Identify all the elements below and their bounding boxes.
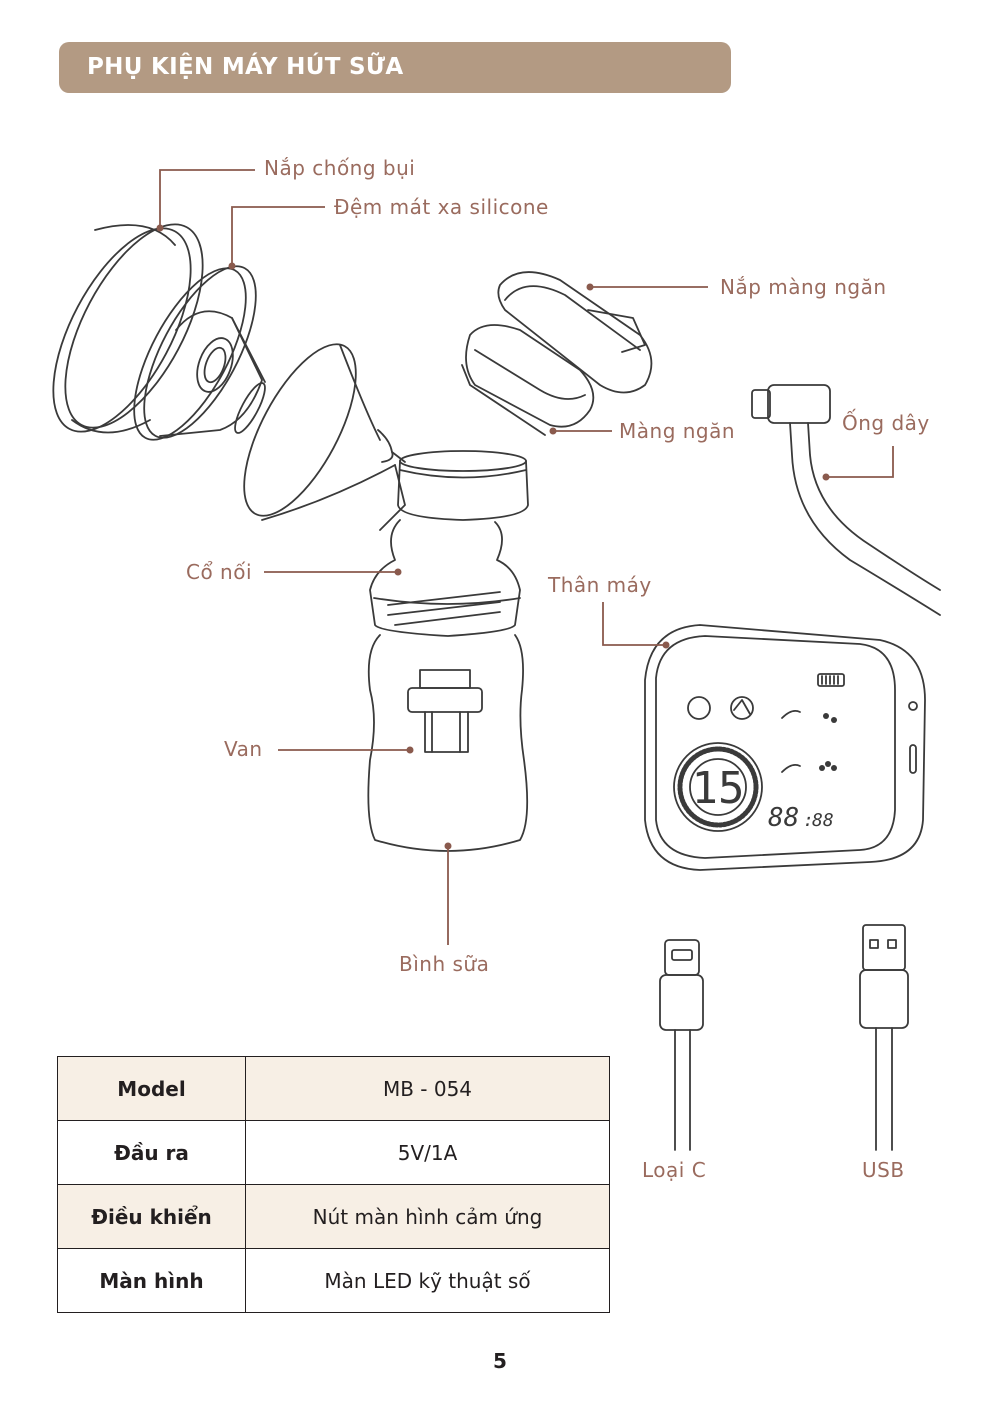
table-row: Màn hình Màn LED kỹ thuật số [57, 1248, 610, 1313]
spec-key: Màn hình [57, 1248, 246, 1313]
cable-drawing [751, 384, 941, 616]
spec-key: Đầu ra [57, 1120, 246, 1185]
label-main-body: Thân máy [548, 573, 652, 597]
section-title: PHỤ KIỆN MÁY HÚT SỮA [87, 54, 404, 80]
display-timer-sep: : [803, 810, 814, 831]
label-usb: USB [862, 1158, 905, 1182]
label-valve: Van [224, 737, 263, 761]
label-bottle: Bình sữa [399, 952, 490, 976]
section-header: PHỤ KIỆN MÁY HÚT SỮA [59, 42, 731, 93]
spec-value: MB - 054 [245, 1056, 610, 1121]
display-level: 15 [692, 763, 745, 814]
dust-cap-drawing [52, 223, 204, 434]
label-dust-cap: Nắp chống bụi [264, 156, 416, 180]
label-membrane-cap: Nắp màng ngăn [720, 275, 887, 299]
membrane-drawing [461, 324, 595, 436]
spec-value: Màn LED kỹ thuật số [245, 1248, 610, 1313]
spec-value: 5V/1A [245, 1120, 610, 1185]
membrane-cap-drawing [497, 271, 653, 394]
label-type-c: Loại C [642, 1158, 707, 1182]
type-c-cable-drawing [659, 939, 704, 1151]
label-cable: Ống dây [842, 411, 930, 435]
main-body-drawing [644, 624, 926, 871]
massage-cushion-drawing [133, 265, 266, 441]
spec-table: Model MB - 054 Đầu ra 5V/1A Điều khiển N… [57, 1056, 610, 1313]
usb-cable-drawing [859, 924, 909, 1151]
label-connector: Cổ nối [186, 560, 253, 584]
table-row: Model MB - 054 [57, 1056, 610, 1121]
display-timer-small: 88 [812, 810, 834, 831]
label-massage-cushion: Đệm mát xa silicone [334, 195, 549, 219]
bottle-drawing [367, 450, 529, 852]
label-membrane: Màng ngăn [619, 419, 736, 443]
display-timer-main: 88 [768, 803, 799, 833]
page-number: 5 [493, 1349, 507, 1373]
funnel-drawing [243, 343, 406, 531]
spec-key: Model [57, 1056, 246, 1121]
table-row: Đầu ra 5V/1A [57, 1120, 610, 1185]
spec-value: Nút màn hình cảm ứng [245, 1184, 610, 1249]
spec-key: Điều khiển [57, 1184, 246, 1249]
table-row: Điều khiển Nút màn hình cảm ứng [57, 1184, 610, 1249]
